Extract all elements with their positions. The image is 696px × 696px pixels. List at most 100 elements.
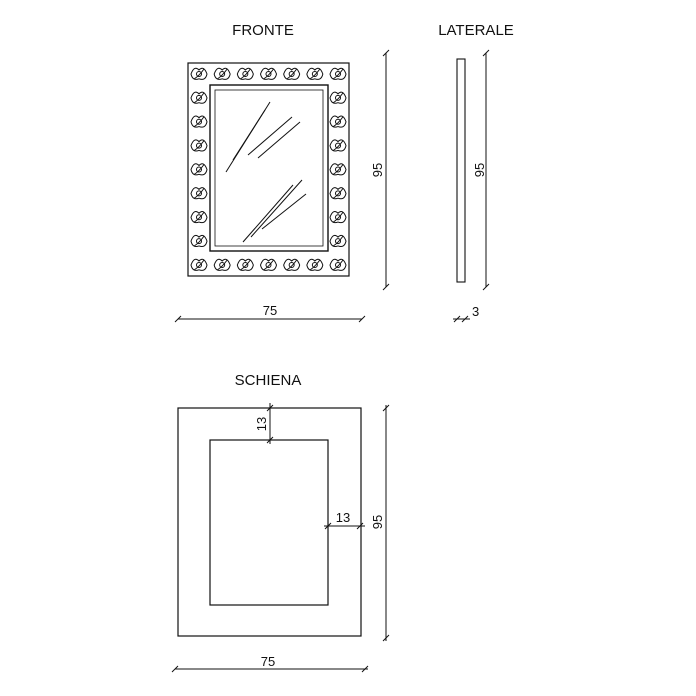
frame-ornament-center [335, 71, 341, 77]
frame-ornament-center [335, 94, 341, 101]
frame-ornament-center [196, 238, 202, 245]
frame-ornament-curl [193, 188, 205, 199]
frame-ornament-center [196, 94, 202, 101]
frame-ornament-center [335, 262, 341, 268]
back-height-label: 95 [370, 515, 385, 529]
back-width-dimension: 75 [171, 654, 369, 673]
frame-ornament-curl [216, 68, 228, 80]
frame-ornament-curl [240, 259, 251, 271]
frame-ornament-center [196, 214, 202, 221]
frame-ornament-center [335, 238, 341, 245]
frame-ornament-center [311, 71, 318, 77]
frame-ornament-curl [263, 68, 274, 80]
frame-ornament-curl [332, 188, 344, 199]
side-depth-dimension: 3 [453, 304, 479, 323]
mirror-glass [209, 84, 329, 252]
frame-ornament-curl [216, 259, 228, 271]
back-width-label: 75 [261, 654, 275, 669]
frame-ornament-center [219, 262, 226, 268]
frame-ornament [283, 67, 301, 80]
frame-ornament [190, 234, 208, 248]
frame-ornament-center [242, 262, 249, 268]
side-profile [456, 58, 466, 283]
back-view-title: SCHIENA [235, 372, 302, 389]
frame-ornament [259, 258, 278, 271]
frame-ornament [190, 211, 208, 224]
frame-ornament-curl [193, 164, 205, 175]
frame-ornament [259, 67, 278, 80]
frame-ornament [236, 67, 254, 80]
frame-ornament-curl [263, 259, 274, 271]
frame-ornament-center [196, 262, 202, 268]
frame-ornament [329, 187, 347, 200]
frame-ornament-center [335, 166, 341, 173]
back-frame-top-label: 13 [254, 417, 269, 431]
frame-ornament-center [196, 71, 202, 77]
back-frame-top-dimension: 13 [254, 403, 274, 444]
frame-ornament [329, 163, 347, 176]
frame-ornament-curl [286, 259, 298, 271]
frame-ornament-center [196, 166, 202, 173]
back-view: SCHIENA 13 13 75 95 [171, 372, 390, 673]
frame-ornament-curl [332, 211, 344, 223]
front-width-dimension: 75 [174, 303, 366, 323]
frame-ornament-center [196, 142, 202, 149]
frame-ornament-center [335, 190, 341, 197]
side-height-dimension: 95 [472, 49, 490, 291]
side-view: LATERALE 95 3 [438, 22, 514, 323]
frame-ornament [329, 234, 347, 248]
frame-ornament-curl [332, 140, 344, 152]
frame-ornament-curl [193, 211, 205, 223]
frame-ornament-curl [332, 116, 344, 128]
frame-ornament-center [219, 71, 226, 77]
back-frame-side-label: 13 [336, 510, 350, 525]
frame-ornament-center [196, 118, 202, 125]
frame-ornament-curl [332, 259, 344, 271]
frame-ornament [190, 258, 208, 271]
frame-ornament [213, 258, 231, 271]
frame-ornament-curl [332, 68, 344, 80]
frame-ornament [190, 115, 208, 128]
frame-ornament-curl [332, 164, 344, 175]
frame-ornament-center [196, 190, 202, 197]
frame-ornament [306, 258, 324, 271]
frame-ornament [329, 139, 347, 152]
frame-ornament-curl [240, 68, 251, 80]
frame-ornament-center [311, 262, 318, 268]
frame-ornament [329, 67, 347, 80]
back-height-dimension: 95 [370, 404, 390, 642]
side-view-title: LATERALE [438, 22, 514, 39]
frame-ornament [213, 67, 231, 80]
back-panel-opening [209, 439, 329, 606]
frame-ornament [329, 211, 347, 224]
frame-ornament [190, 91, 208, 104]
front-width-label: 75 [263, 303, 277, 318]
frame-ornament-center [335, 142, 341, 149]
frame-ornament [329, 258, 347, 271]
frame-ornament [190, 67, 208, 80]
frame-ornament [329, 91, 347, 104]
frame-ornament [190, 139, 208, 152]
frame-ornament-curl [309, 68, 321, 80]
frame-ornament [283, 258, 301, 271]
frame-ornament-curl [193, 92, 205, 104]
back-frame-side-dimension: 13 [324, 510, 365, 530]
frame-ornament-center [265, 262, 272, 268]
side-depth-label: 3 [472, 304, 479, 319]
frame-ornament-center [288, 262, 295, 268]
frame-ornament [190, 187, 208, 200]
frame-ornament-curl [193, 140, 205, 152]
frame-ornament-center [288, 71, 295, 77]
frame-ornament-curl [193, 235, 205, 247]
frame-ornament [306, 67, 324, 80]
frame-ornament [190, 163, 208, 176]
frame-ornament-curl [332, 235, 344, 247]
side-height-label: 95 [472, 163, 487, 177]
frame-ornament-center [335, 118, 341, 125]
frame-ornament-curl [286, 68, 298, 80]
frame-ornament [236, 258, 254, 271]
front-height-label: 95 [370, 163, 385, 177]
front-view-title: FRONTE [232, 22, 294, 39]
front-height-dimension: 95 [370, 49, 390, 291]
